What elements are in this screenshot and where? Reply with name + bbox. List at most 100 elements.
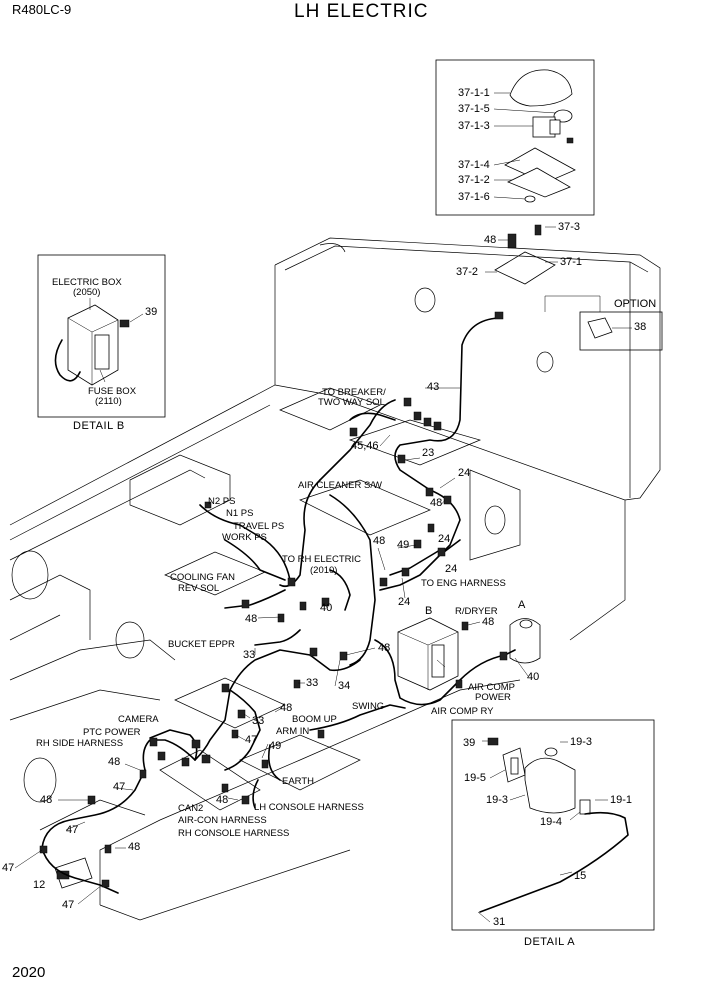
callout-37-1-6: 37-1-6 xyxy=(458,191,490,203)
callout-43: 43 xyxy=(427,381,440,393)
callout-19-1: 19-1 xyxy=(610,794,633,806)
label-to-eng-harness: TO ENG HARNESS xyxy=(421,578,506,589)
callout-37-1-2: 37-1-2 xyxy=(458,174,490,186)
detail-a-parts xyxy=(477,737,629,923)
label-work-ps: WORK PS xyxy=(222,532,267,543)
callout-38: 38 xyxy=(634,321,647,333)
label-rh-console-harness: RH CONSOLE HARNESS xyxy=(178,828,290,839)
callout-31: 31 xyxy=(493,916,506,928)
work-lamp xyxy=(54,857,93,889)
label-bucket-eppr: BUCKET EPPR xyxy=(168,639,235,650)
callout-48-d: 48 xyxy=(482,616,495,628)
callout-19-5: 19-5 xyxy=(464,772,487,784)
label-air-cleaner: AIR CLEANER S/W xyxy=(298,480,382,491)
air-comp-tank-a xyxy=(509,618,541,664)
label-r-dryer: R/DRYER xyxy=(455,606,498,617)
callout-40-b: 40 xyxy=(527,671,540,683)
detail-b-boxes xyxy=(54,298,144,386)
callout-49-a: 49 xyxy=(397,539,410,551)
callout-48-c: 48 xyxy=(245,613,258,625)
callout-48-a: 48 xyxy=(430,497,443,509)
option-label: OPTION xyxy=(614,298,657,310)
callout-47-b: 47 xyxy=(113,781,126,793)
callout-45-46: 45,46 xyxy=(351,440,379,452)
label-aircon-harness: AIR-CON HARNESS xyxy=(178,815,267,826)
callout-48-h: 48 xyxy=(40,794,53,806)
callout-48-b: 48 xyxy=(373,535,386,547)
callout-37-1-1: 37-1-1 xyxy=(458,87,490,99)
callout-24-low: 24 xyxy=(398,596,411,608)
model-number: R480LC-9 xyxy=(12,2,72,17)
callout-40-a: 40 xyxy=(320,602,333,614)
callout-49-b: 49 xyxy=(269,740,282,752)
label-camera: CAMERA xyxy=(118,714,159,725)
wiring-harness xyxy=(41,317,516,894)
detail-b-caption: DETAIL B xyxy=(73,420,125,432)
main-leaders xyxy=(14,387,529,905)
label-travel-ps: TRAVEL PS xyxy=(233,521,285,532)
label-air-comp: AIR COMP xyxy=(468,682,515,693)
callout-37-1-4: 37-1-4 xyxy=(458,159,490,171)
letter-b: B xyxy=(425,605,433,617)
label-cooling-fan: COOLING FAN xyxy=(170,572,235,583)
callout-24-top: 24 xyxy=(458,467,471,479)
option-frame xyxy=(579,311,663,351)
connectors xyxy=(39,311,508,888)
callout-37-1-3: 37-1-3 xyxy=(458,120,490,132)
callout-19-3-a: 19-3 xyxy=(570,736,593,748)
label-earth: EARTH xyxy=(282,776,315,787)
label-can2: CAN2 xyxy=(178,803,204,814)
fuse-box-code: (2110) xyxy=(95,396,122,407)
callout-24-right: 24 xyxy=(445,563,458,575)
page-number: 2020 xyxy=(12,964,46,981)
page-title: LH ELECTRIC xyxy=(294,1,429,22)
label-n1-ps: N1 PS xyxy=(226,508,254,519)
light-housing-exploded xyxy=(493,69,576,203)
callout-37-1-5: 37-1-5 xyxy=(458,103,490,115)
callout-19-4: 19-4 xyxy=(540,816,563,828)
callout-47-e: 47 xyxy=(62,899,75,911)
label-rev-sol: REV SOL xyxy=(178,583,220,594)
callout-39-detail-b: 39 xyxy=(145,306,158,318)
label-two-way-sol: TWO WAY SOL. xyxy=(318,397,388,408)
label-lh-console-harness: LH CONSOLE HARNESS xyxy=(254,802,364,813)
letter-a: A xyxy=(518,599,526,611)
callout-48-i: 48 xyxy=(216,794,229,806)
detail-top-frame xyxy=(435,59,595,216)
callout-33-a: 33 xyxy=(243,649,256,661)
label-arm-in: ARM IN xyxy=(276,726,310,737)
callout-47-c: 47 xyxy=(66,824,79,836)
label-to-rh-electric: TO RH ELECTRIC xyxy=(282,554,362,565)
label-to-rh-electric-code: (2010) xyxy=(310,565,338,576)
label-air-comp-ry: AIR COMP RY xyxy=(431,706,494,717)
callout-47-d: 47 xyxy=(2,862,15,874)
callout-37-1: 37-1 xyxy=(560,256,583,268)
callout-47-a: 47 xyxy=(245,734,258,746)
callout-23: 23 xyxy=(422,447,435,459)
callout-37-3: 37-3 xyxy=(558,221,581,233)
label-boom-up: BOOM UP xyxy=(292,714,337,725)
callout-34: 34 xyxy=(338,680,351,692)
option-bracket xyxy=(587,317,613,339)
callout-19-3-b: 19-3 xyxy=(486,794,509,806)
callout-33-c: 33 xyxy=(252,715,265,727)
callout-15: 15 xyxy=(574,870,587,882)
electric-box-label: ELECTRIC BOX xyxy=(52,277,122,288)
electric-box-b xyxy=(397,617,459,691)
detail-a-caption: DETAIL A xyxy=(524,936,576,948)
label-ptc-power: PTC POWER xyxy=(83,727,141,738)
callout-39-detail-a: 39 xyxy=(463,737,476,749)
label-rh-side-harness: RH SIDE HARNESS xyxy=(36,738,124,749)
callout-48-g: 48 xyxy=(108,756,121,768)
callout-48-e: 48 xyxy=(378,642,391,654)
label-to-breaker: TO BREAKER/ xyxy=(322,387,386,398)
callout-33-b: 33 xyxy=(306,677,319,689)
detail-b-frame xyxy=(37,254,166,418)
fuse-box-label: FUSE BOX xyxy=(88,386,137,397)
callout-48-f: 48 xyxy=(280,702,293,714)
label-air-comp-power: POWER xyxy=(475,692,511,703)
callout-37-2: 37-2 xyxy=(456,266,479,278)
callout-24-mid: 24 xyxy=(438,533,451,545)
